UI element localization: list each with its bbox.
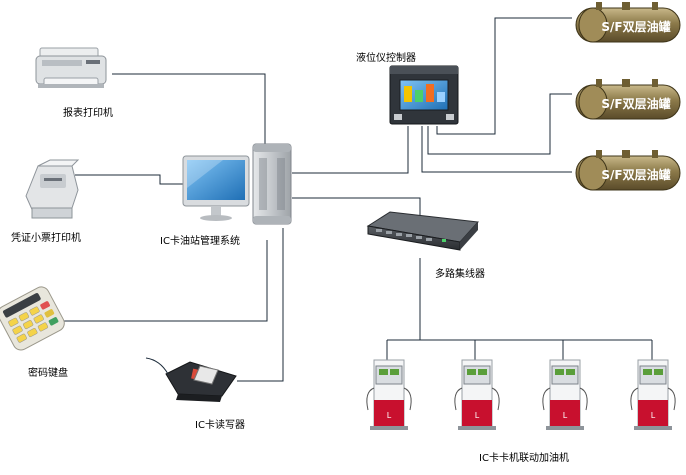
line-card-reader xyxy=(237,228,284,382)
line-receipt-printer xyxy=(75,174,185,185)
management-system-label: IC卡油站管理系统 xyxy=(160,234,240,247)
receipt-printer-label: 凭证小票打印机 xyxy=(11,231,81,244)
tank-2-label: S/F双层油罐 xyxy=(601,96,670,111)
dispenser-3-icon: L xyxy=(542,359,588,430)
tank-1-label: S/F双层油罐 xyxy=(601,19,670,34)
computer-tower-icon xyxy=(252,143,292,225)
dispensers-label: IC卡卡机联动加油机 xyxy=(479,451,569,464)
line-controller-tank3 xyxy=(421,126,572,173)
dispenser-2-badge: L xyxy=(475,411,480,420)
tank-2-icon: S/F双层油罐 xyxy=(575,79,681,120)
tank-1-icon: S/F双层油罐 xyxy=(575,2,681,43)
card-reader-icon xyxy=(165,361,237,402)
level-controller-icon xyxy=(389,65,459,125)
receipt-printer-icon xyxy=(25,159,80,219)
line-controller-tank2 xyxy=(427,93,572,155)
hub-label: 多路集线器 xyxy=(435,267,485,280)
line-pc-controller xyxy=(292,126,409,174)
dispenser-1-badge: L xyxy=(387,411,392,420)
card-reader-label: IC卡读写器 xyxy=(195,418,245,431)
network-hub-icon xyxy=(366,211,480,251)
report-printer-label: 报表打印机 xyxy=(63,106,113,119)
line-pc-hub xyxy=(292,197,421,222)
connection-lines xyxy=(63,17,653,382)
level-controller-label: 液位仪控制器 xyxy=(356,51,416,64)
dispenser-3-badge: L xyxy=(563,411,568,420)
line-controller-tank1 xyxy=(436,17,572,135)
computer-monitor-icon xyxy=(182,155,250,221)
dispenser-1-icon: L xyxy=(366,359,412,430)
card-reader-cable xyxy=(145,357,169,375)
pin-pad-icon xyxy=(0,286,65,351)
line-report-printer xyxy=(112,73,266,146)
tank-3-icon: S/F双层油罐 xyxy=(575,150,681,191)
tank-3-label: S/F双层油罐 xyxy=(601,167,670,182)
dispenser-4-icon: L xyxy=(630,359,676,430)
dispenser-2-icon: L xyxy=(454,359,500,430)
pin-pad-label: 密码键盘 xyxy=(28,366,68,379)
line-pin-pad xyxy=(63,240,268,322)
dispenser-4-badge: L xyxy=(651,411,656,420)
report-printer-icon xyxy=(35,47,107,88)
